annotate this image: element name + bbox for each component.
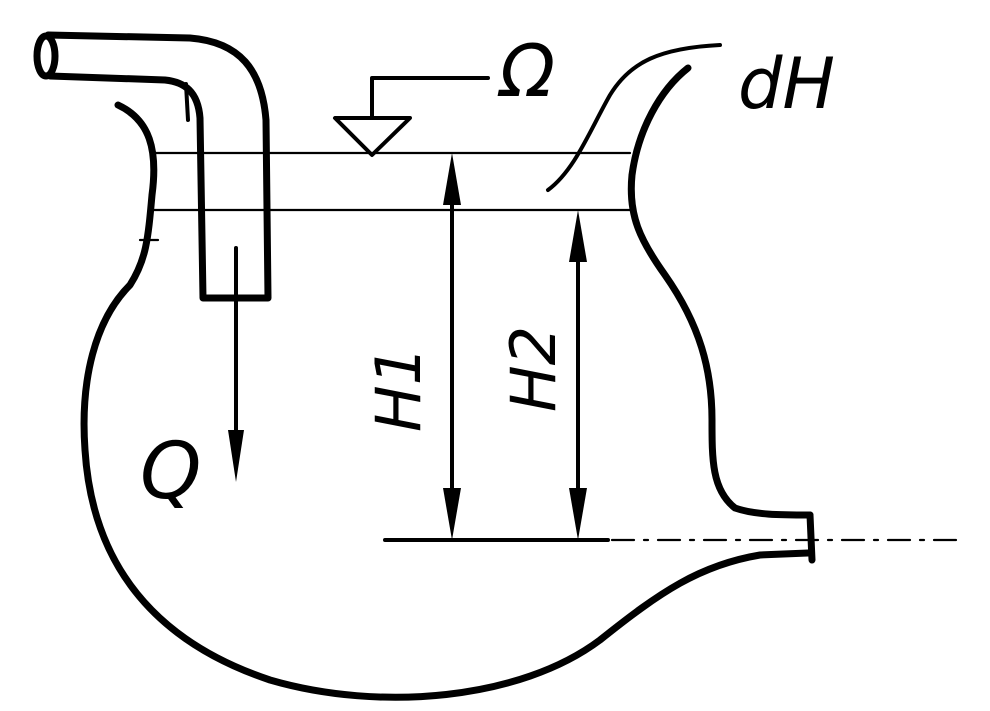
dh-leader xyxy=(546,43,722,192)
label-omega: Ω xyxy=(497,29,555,113)
vessel-wall xyxy=(80,101,812,701)
pipe-inner-wall xyxy=(184,82,190,122)
label-h2: H2 xyxy=(497,326,570,412)
omega-leader xyxy=(370,76,490,120)
surface-symbol-icon xyxy=(333,116,412,157)
h1-arrowhead-bottom xyxy=(443,488,461,540)
pipe-outer-wall xyxy=(44,31,272,302)
label-h1: H1 xyxy=(362,346,435,432)
flow-arrowhead xyxy=(228,430,244,482)
h2-arrowhead-top xyxy=(569,210,587,262)
pipe-opening xyxy=(33,32,59,80)
h1-arrowhead-top xyxy=(443,153,461,205)
h2-arrowhead-bottom xyxy=(569,488,587,540)
label-dh: dH xyxy=(738,43,835,125)
outlet-nozzle xyxy=(806,511,816,564)
vessel-wall-right xyxy=(627,64,814,519)
label-q: Q xyxy=(140,427,201,517)
